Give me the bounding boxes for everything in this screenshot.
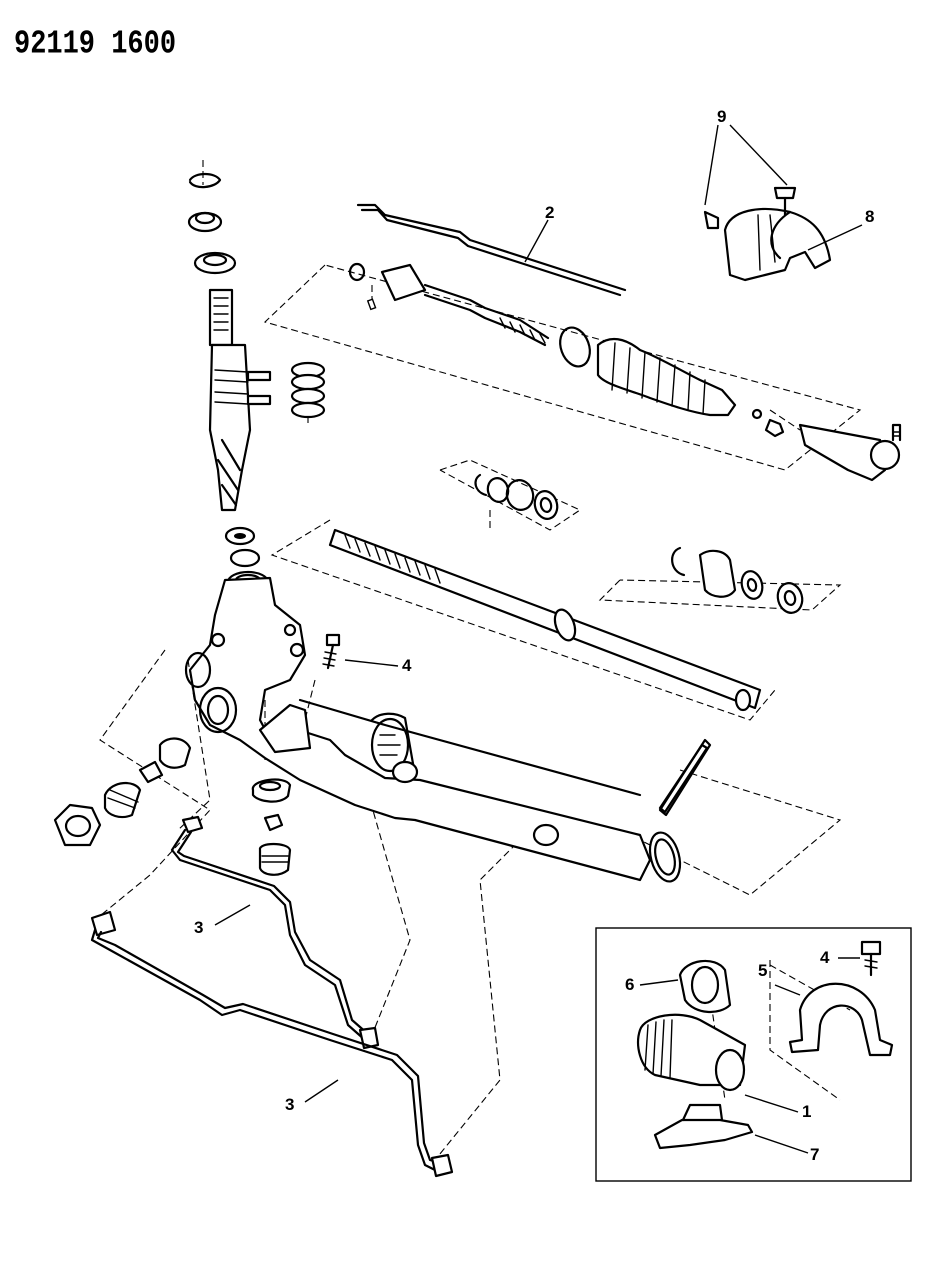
- tie-rod-assembly: [348, 262, 902, 482]
- yoke-adjuster-parts: [53, 737, 292, 876]
- callout-8: 8: [865, 207, 874, 226]
- transfer-line: [356, 203, 627, 297]
- callout-9: 9: [717, 107, 726, 126]
- seal-kit-right: [671, 546, 804, 614]
- callout-6: 6: [625, 975, 634, 994]
- gear-housing: [184, 576, 712, 883]
- leader-lines: [214, 124, 863, 1154]
- heat-shield: [703, 186, 832, 282]
- callout-7: 7: [810, 1145, 819, 1164]
- pinion-shaft-assembly: [187, 172, 326, 594]
- callout-3-upper: 3: [194, 918, 203, 937]
- seal-kit-upper: [474, 473, 559, 520]
- callout-1: 1: [802, 1102, 811, 1121]
- callout-5: 5: [758, 961, 767, 980]
- callout-4-upper: 4: [402, 656, 412, 675]
- callout-labels: 2 9 8 4 3 3 6 5 4 1 7: [194, 107, 874, 1164]
- retaining-clip: [658, 743, 709, 814]
- diagram-id: 92119 1600: [14, 26, 177, 64]
- mounting-inset: [595, 927, 912, 1182]
- callout-4-inset: 4: [820, 948, 830, 967]
- hydraulic-line-lower: [90, 910, 454, 1178]
- rack: [328, 528, 762, 712]
- mounting-bolt-upper: [322, 633, 341, 670]
- callout-2: 2: [545, 203, 554, 222]
- hydraulic-line-upper: [170, 815, 380, 1050]
- callout-3-lower: 3: [285, 1095, 294, 1114]
